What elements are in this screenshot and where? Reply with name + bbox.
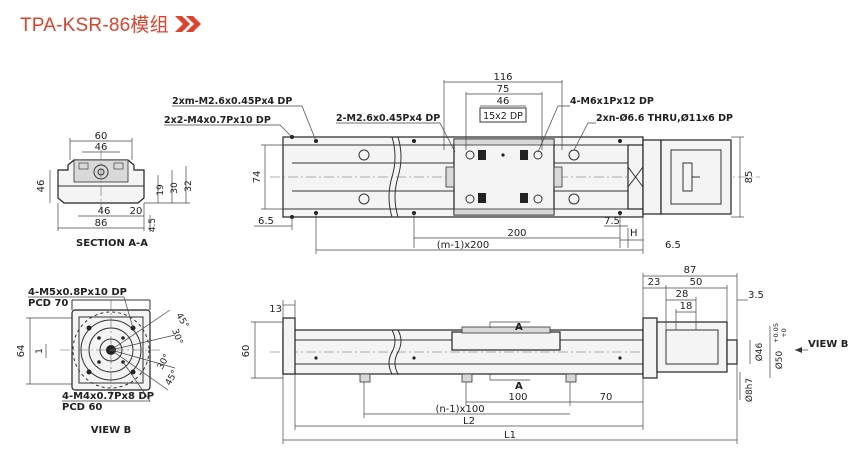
view-b-callout-bottom: 4-M4x0.7Px8 DP [62, 391, 154, 402]
dim-shaft-8h7: Ø8h7 [744, 378, 755, 402]
angle-45-top: 45° [173, 312, 190, 331]
dim-L2: L2 [463, 416, 475, 427]
dim-60-side: 60 [241, 345, 252, 358]
dim-64: 64 [16, 345, 27, 358]
view-b-callout-bottom-pcd: PCD 60 [62, 402, 102, 413]
callout-4: 4-M6x1Px12 DP [570, 96, 654, 107]
angle-45-bottom: 45° [164, 369, 181, 388]
section-marker-a-bottom: A [515, 381, 523, 392]
dim-3-5: 3.5 [748, 290, 764, 301]
page-title-text: TPA-KSR-86模组 [20, 15, 169, 36]
dim-30: 30 [170, 182, 180, 194]
dim-60: 60 [95, 131, 108, 142]
dim-15x2: 15x2 DP [483, 111, 523, 122]
dim-75: 75 [497, 84, 510, 95]
dim-n-100: (n-1)x100 [435, 404, 484, 415]
dim-86: 86 [95, 218, 108, 229]
dim-46-top: 46 [95, 142, 108, 153]
dim-m-200: (m-1)x200 [437, 240, 490, 251]
angle-30-top: 30° [169, 328, 184, 346]
callout-2: 2x2-M4x0.7Px10 DP [164, 115, 271, 126]
angle-30-bottom: 30° [156, 353, 173, 372]
dim-46-bottom: 46 [98, 206, 111, 217]
view-b-caption: VIEW B [91, 425, 131, 436]
section-marker-a-top: A [515, 322, 523, 333]
section-aa-view: 60 46 46 46 20 86 19 30 32 4.5 SECTION A… [36, 131, 194, 249]
dim-50: 50 [690, 277, 703, 288]
view-b-callout-top-pcd: PCD 70 [28, 298, 68, 309]
dim-70: 70 [600, 392, 613, 403]
dim-46-left: 46 [36, 180, 47, 193]
callout-1: 2xm-M2.6x0.45Px4 DP [172, 96, 292, 107]
side-view: A A 13 60 100 70 (n-1)x100 L2 L1 87 [241, 265, 848, 444]
callout-3: 2-M2.6x0.45Px4 DP [336, 113, 440, 124]
dim-18: 18 [680, 301, 693, 312]
section-aa-caption: SECTION A-A [76, 238, 148, 249]
dim-20: 20 [130, 206, 143, 217]
dim-46: 46 [497, 96, 510, 107]
dim-19: 19 [156, 184, 166, 196]
dim-6-5-right: 6.5 [665, 240, 681, 251]
dim-13: 13 [269, 304, 282, 315]
dim-28: 28 [676, 289, 689, 300]
top-view: 116 75 46 15x2 DP 2xm-M2.6x0.45Px4 DP 2x… [164, 72, 760, 254]
callout-5: 2xn-Ø6.6 THRU,Ø11x6 DP [596, 113, 733, 124]
dim-6-5-left: 6.5 [258, 216, 274, 227]
dim-dia-50: Ø50 [774, 350, 785, 369]
dim-23: 23 [648, 277, 661, 288]
dim-dia-50-tol-lower: +0 [780, 328, 788, 338]
page-title: TPA-KSR-86模组 [20, 10, 203, 37]
dim-7-5: 7.5 [604, 216, 620, 227]
dim-200: 200 [507, 228, 526, 239]
dim-74: 74 [252, 171, 263, 184]
dim-L1: L1 [504, 430, 516, 441]
view-b-label: VIEW B [808, 339, 848, 350]
dim-87: 87 [684, 265, 697, 276]
view-b-callout-top: 4-M5x0.8Px10 DP [28, 287, 127, 298]
dim-1: 1 [35, 348, 45, 354]
view-b: 45° 30° 30° 45° 64 1 4-M5x0.8Px10 DP PCD… [16, 287, 190, 436]
dim-100: 100 [508, 392, 527, 403]
dim-dia-46: Ø46 [754, 342, 765, 361]
dim-85: 85 [744, 171, 755, 184]
dim-116: 116 [493, 72, 512, 83]
dim-dia-50-tol-upper: +0.05 [772, 323, 780, 343]
dim-32: 32 [184, 180, 194, 191]
double-chevron-right-icon [174, 15, 201, 32]
dim-H: H [630, 228, 638, 239]
dim-4-5: 4.5 [148, 218, 158, 232]
